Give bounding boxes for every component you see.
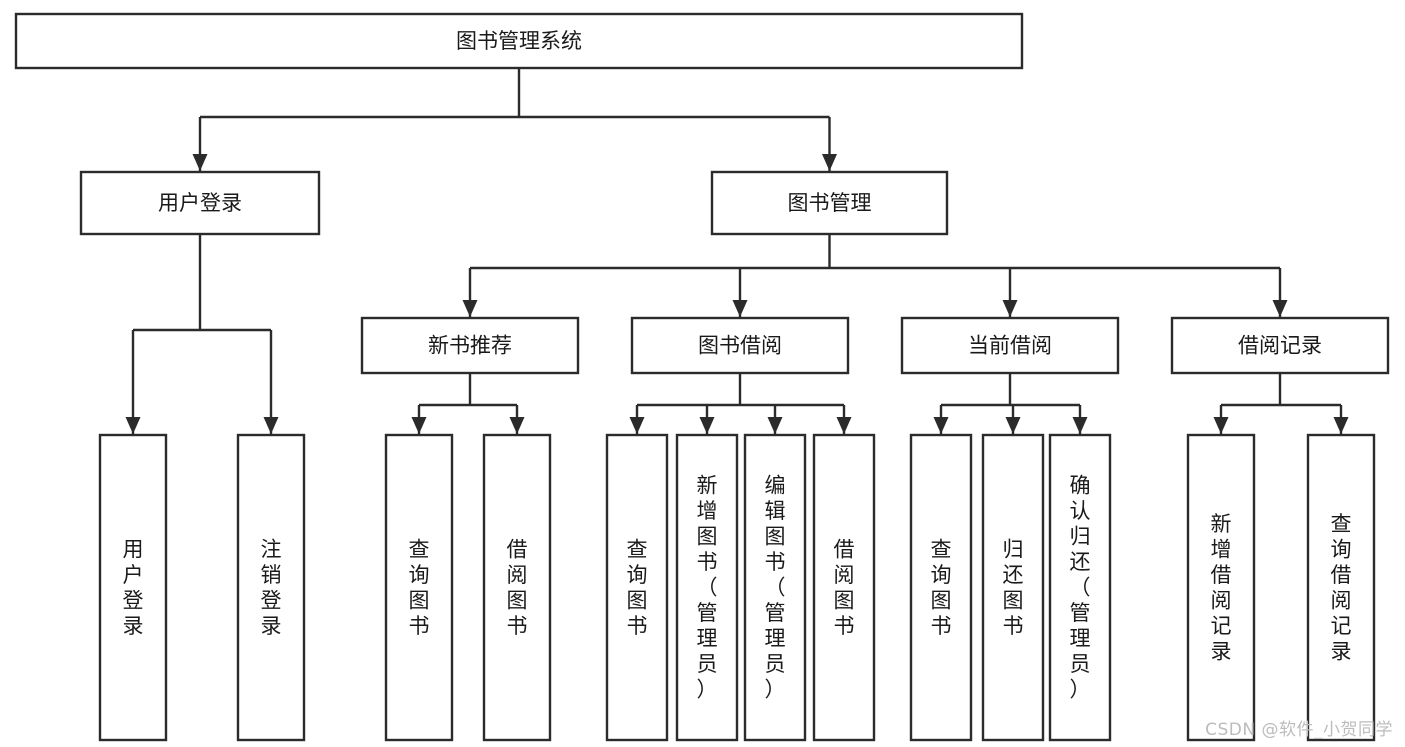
node-box[interactable]: [79, 170, 321, 236]
node-box[interactable]: [1186, 433, 1256, 742]
node-leaf[interactable]: 新增借阅记录: [1186, 433, 1256, 742]
node-leaf[interactable]: 归还图书: [981, 433, 1045, 742]
node-level2[interactable]: 图书管理: [710, 170, 949, 236]
node-box[interactable]: [1306, 433, 1376, 742]
node-label: 用户登录: [158, 191, 242, 215]
node-leaf[interactable]: 查询图书: [909, 433, 973, 742]
node-box[interactable]: [98, 433, 168, 742]
arrow-head-icon: [1213, 417, 1229, 434]
node-leaf[interactable]: 注销登录: [236, 433, 306, 742]
node-box[interactable]: [14, 12, 1024, 70]
node-leaf[interactable]: 查询图书: [384, 433, 454, 742]
arrow-head-icon: [836, 417, 852, 434]
node-label: 编辑图书（管理员）: [765, 474, 786, 702]
node-box[interactable]: [710, 170, 949, 236]
node-box[interactable]: [605, 433, 669, 742]
node-level3[interactable]: 新书推荐: [360, 316, 580, 375]
node-box[interactable]: [900, 316, 1120, 375]
node-box[interactable]: [236, 433, 306, 742]
node-label: 借阅图书: [834, 537, 855, 638]
node-label: 注销登录: [261, 537, 282, 638]
node-label: 图书借阅: [698, 334, 782, 358]
node-box[interactable]: [675, 433, 739, 742]
node-label: 查询借阅记录: [1331, 512, 1352, 664]
arrow-head-icon: [263, 417, 279, 434]
node-box[interactable]: [630, 316, 850, 375]
arrow-head-icon: [1333, 417, 1349, 434]
node-label: 当前借阅: [968, 334, 1052, 358]
node-leaf[interactable]: 确认归还（管理员）: [1048, 433, 1112, 742]
node-label: 查询图书: [409, 537, 430, 638]
node-leaf[interactable]: 借阅图书: [482, 433, 552, 742]
node-box[interactable]: [1048, 433, 1112, 742]
arrow-head-icon: [732, 300, 748, 317]
arrow-head-icon: [192, 154, 208, 171]
arrow-head-icon: [411, 417, 427, 434]
node-level3[interactable]: 当前借阅: [900, 316, 1120, 375]
node-box[interactable]: [743, 433, 807, 742]
arrow-head-icon: [1002, 300, 1018, 317]
arrow-head-icon: [822, 154, 837, 171]
node-label: 图书管理: [788, 191, 872, 215]
node-leaf[interactable]: 借阅图书: [812, 433, 876, 742]
arrow-head-icon: [699, 417, 715, 434]
node-leaf[interactable]: 查询图书: [605, 433, 669, 742]
node-label: 新书推荐: [428, 334, 512, 358]
node-leaf[interactable]: 查询借阅记录: [1306, 433, 1376, 742]
node-label: 确认归还（管理员）: [1070, 474, 1091, 702]
node-box[interactable]: [981, 433, 1045, 742]
node-level3[interactable]: 借阅记录: [1170, 316, 1390, 375]
arrow-head-icon: [462, 300, 478, 317]
node-label: 新增借阅记录: [1211, 512, 1232, 664]
arrow-head-icon: [767, 417, 783, 434]
arrow-head-icon: [1072, 417, 1088, 434]
node-label: 新增图书（管理员）: [697, 474, 718, 702]
node-label: 查询图书: [931, 537, 952, 638]
node-label: 查询图书: [627, 537, 648, 638]
node-box[interactable]: [909, 433, 973, 742]
arrow-head-icon: [125, 417, 141, 434]
node-label: 图书管理系统: [456, 29, 582, 53]
node-box[interactable]: [360, 316, 580, 375]
arrow-head-icon: [933, 417, 949, 434]
node-label: 用户登录: [123, 537, 144, 638]
node-box[interactable]: [482, 433, 552, 742]
node-label: 归还图书: [1003, 537, 1024, 638]
node-label: 借阅图书: [507, 537, 528, 638]
node-leaf[interactable]: 编辑图书（管理员）: [743, 433, 807, 742]
connector-layer: [125, 68, 1349, 434]
node-level2[interactable]: 用户登录: [79, 170, 321, 236]
node-leaf[interactable]: 新增图书（管理员）: [675, 433, 739, 742]
arrow-head-icon: [1272, 300, 1288, 317]
node-leaf[interactable]: 用户登录: [98, 433, 168, 742]
node-level3[interactable]: 图书借阅: [630, 316, 850, 375]
node-label: 借阅记录: [1238, 334, 1322, 358]
node-root[interactable]: 图书管理系统: [14, 12, 1024, 70]
node-box[interactable]: [1170, 316, 1390, 375]
node-box[interactable]: [812, 433, 876, 742]
arrow-head-icon: [509, 417, 525, 434]
arrow-head-icon: [629, 417, 645, 434]
node-box[interactable]: [384, 433, 454, 742]
node-layer: 图书管理系统用户登录图书管理新书推荐图书借阅当前借阅借阅记录用户登录注销登录查询…: [14, 12, 1390, 742]
arrow-head-icon: [1005, 417, 1021, 434]
